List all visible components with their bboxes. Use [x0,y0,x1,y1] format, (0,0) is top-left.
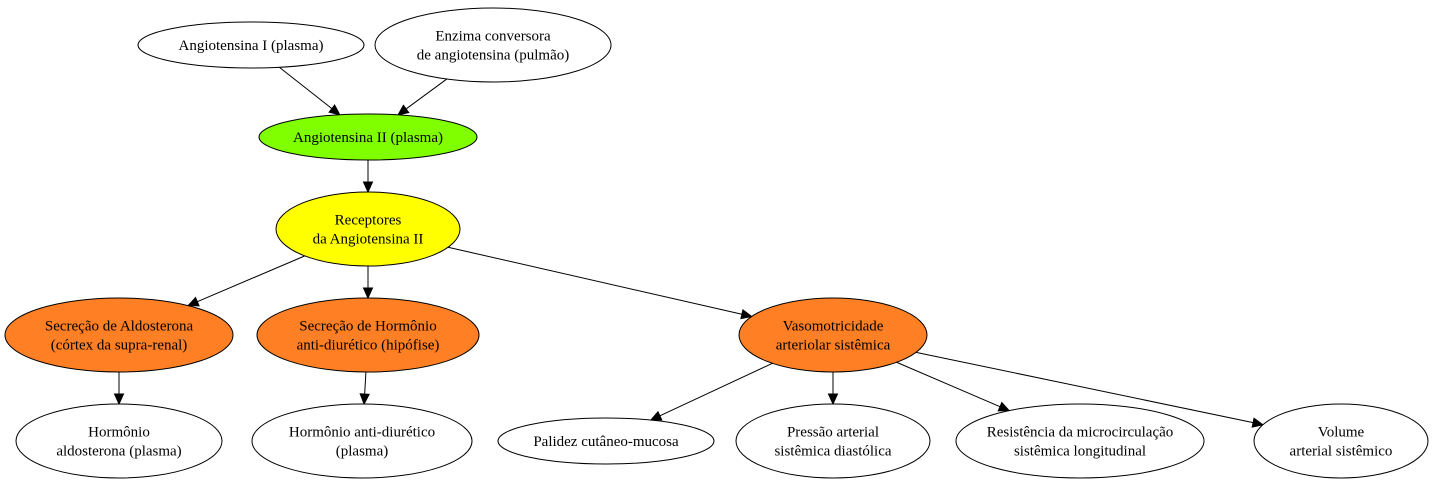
arrowhead [649,410,663,421]
node-ellipse [497,417,715,465]
node-palidez: Palidez cutâneo-mucosa [497,417,715,465]
node-label: Resistência da microcirculação [987,425,1174,441]
edge-line [896,361,1001,408]
node-ang2: Angiotensina II (plasma) [258,113,478,161]
node-label: sistêmica longitudinal [1014,444,1146,460]
edge-vaso-to-volume [915,351,1265,428]
edge-line [659,362,773,417]
arrowhead [186,296,200,307]
node-ellipse [256,297,480,373]
edge-ang1-to-ang2 [279,66,341,116]
edge-line [364,371,367,395]
edge-line [197,255,306,303]
edge-receptores-to-vaso [447,246,753,320]
node-eca: Enzima conversora de angiotensina (pulmão… [374,7,612,83]
node-adh: Hormônio anti-diurético (plasma) [251,403,473,479]
edge-line [279,66,333,109]
node-label: (plasma) [336,444,388,460]
arrowhead [997,401,1011,412]
edge-eca-to-ang2 [397,78,448,116]
arrowhead [397,104,410,116]
node-ellipse [1253,403,1429,479]
node-ellipse [251,403,473,479]
node-label: Hormônio anti-diurético [289,425,435,441]
node-pressao: Pressão arterial sistêmica diastólica [735,403,931,479]
edge-vaso-to-resist [896,361,1011,412]
node-label: Secreção de Hormônio [299,319,436,335]
edge-receptores-to-aldo_sec [186,255,306,307]
node-label: Hormônio [88,425,150,441]
node-label: Enzima conversora [435,29,551,45]
edge-vaso-to-pressao [827,372,839,406]
node-vaso: Vasomotricidade arteriolar sistêmica [738,297,928,373]
arrowhead [328,104,341,116]
node-label: Angiotensina I (plasma) [179,38,324,54]
arrowhead [362,181,374,194]
node-ellipse [735,403,931,479]
node-label: (córtex da supra-renal) [51,338,188,354]
node-label: anti-diurético (hipófise) [297,338,440,354]
node-ellipse [4,297,234,373]
node-label: arteriolar sistêmica [776,338,891,354]
edge-receptores-to-adh_sec [362,266,374,300]
node-ellipse [137,21,365,69]
edge-line [915,351,1254,424]
node-label: Angiotensina II (plasma) [293,130,443,146]
arrowhead [740,308,753,320]
node-label: Pressão arterial [787,425,879,441]
nodes-layer: Angiotensina I (plasma) Enzima conversora… [4,7,1429,479]
edge-ang2-to-receptores [362,160,374,194]
arrowhead [827,393,839,406]
node-aldo-sec: Secreção de Aldosterona (córtex da supra-… [4,297,234,373]
node-ellipse [15,403,223,479]
arrowhead [1251,417,1265,428]
node-label: Palidez cutâneo-mucosa [533,434,679,450]
edge-aldo_sec-to-aldo [113,372,125,406]
node-label: da Angiotensina II [313,232,424,248]
node-ellipse [374,7,612,83]
node-label: sistêmica diastólica [774,444,891,460]
node-label: arterial sistêmico [1290,444,1393,460]
edge-vaso-to-palidez [649,362,773,421]
node-adh-sec: Secreção de Hormônio anti-diurético (hipó… [256,297,480,373]
arrowhead [362,287,374,300]
node-label: Vasomotricidade [783,319,884,335]
node-label: Volume [1318,425,1365,441]
edge-adh_sec-to-adh [359,371,370,406]
node-ang1: Angiotensina I (plasma) [137,21,365,69]
node-label: de angiotensina (pulmão) [417,48,569,64]
node-aldo: Hormônio aldosterona (plasma) [15,403,223,479]
node-label: Secreção de Aldosterona [45,319,194,335]
edges-layer [113,66,1265,428]
node-receptores: Receptores da Angiotensina II [275,191,461,267]
node-volume: Volume arterial sistêmico [1253,403,1429,479]
node-label: aldosterona (plasma) [56,444,181,460]
arrowhead [113,393,125,406]
node-resist: Resistência da microcirculação sistêmica … [955,403,1205,479]
arrowhead [359,393,370,406]
node-ellipse [275,191,461,267]
edge-line [447,246,743,315]
node-ellipse [738,297,928,373]
edge-line [405,78,448,110]
node-label: Receptores [335,213,402,229]
node-ellipse [955,403,1205,479]
node-ellipse [258,113,478,161]
